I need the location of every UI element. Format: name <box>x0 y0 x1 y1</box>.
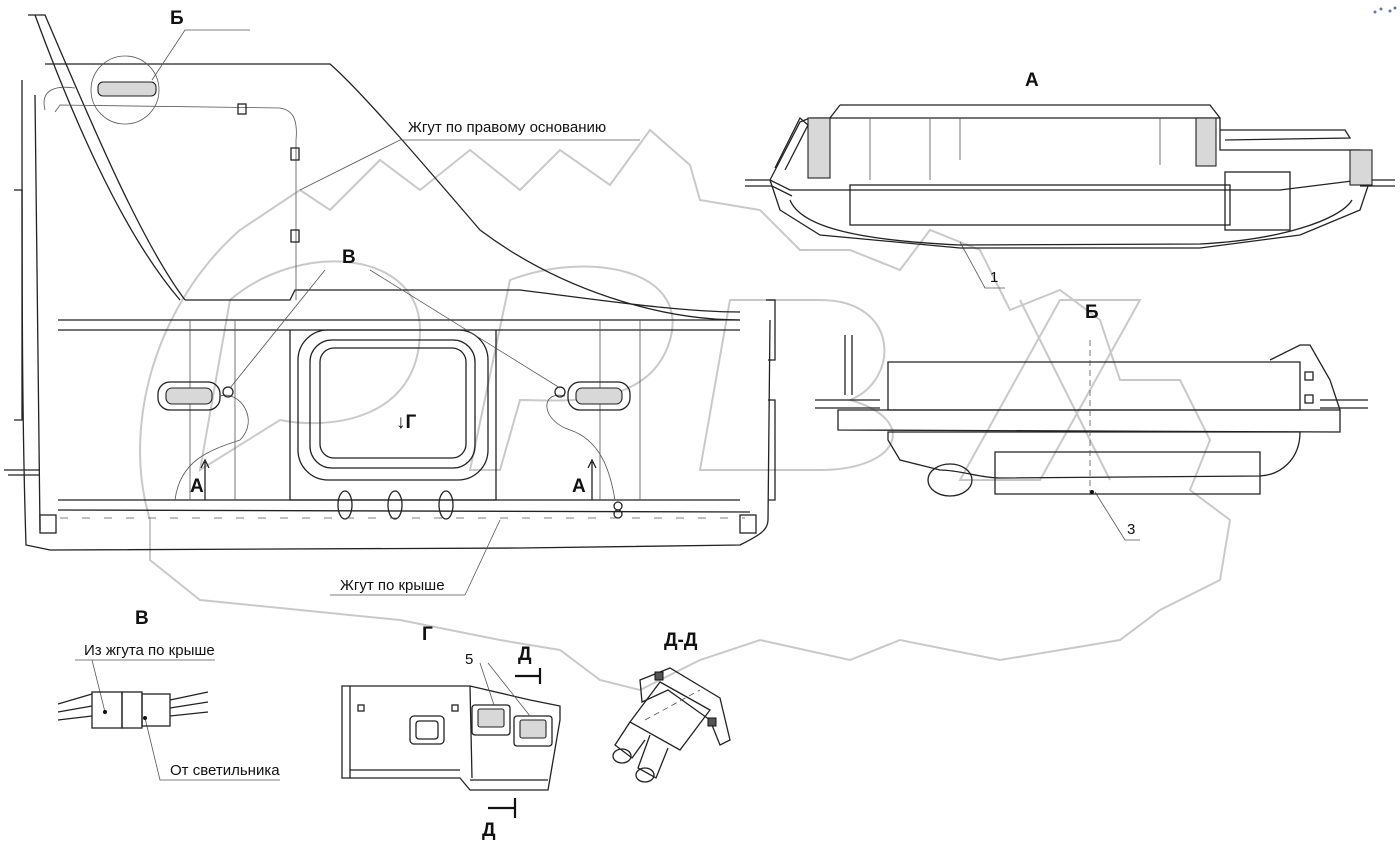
view-v-bottom-label: В <box>135 608 149 629</box>
view-v-top-label: В <box>342 247 356 268</box>
view-g-label: Г <box>422 624 433 645</box>
from-roof-harness-label: Из жгута по крыше <box>84 642 215 659</box>
arrow-a-left-label: А <box>190 476 204 497</box>
view-b-right-label: Б <box>1085 302 1099 323</box>
view-a-section <box>745 104 1395 249</box>
arrow-a-right-label: А <box>572 476 586 497</box>
right-harness-label: Жгут по правому основанию <box>408 119 606 136</box>
watermark <box>139 128 1232 692</box>
section-d-top-label: Д <box>518 644 532 665</box>
arrow-g-label: ↓Г <box>396 412 417 433</box>
callout-5: 5 <box>465 651 473 668</box>
roof-harness-label: Жгут по крыше <box>340 577 445 594</box>
view-b-top-label: Б <box>170 8 184 29</box>
view-v-connector <box>57 659 280 781</box>
section-d-bottom-label: Д <box>482 820 496 841</box>
section-dd-switch <box>612 667 731 783</box>
view-b-section <box>815 335 1368 497</box>
callout-3: 3 <box>1127 521 1135 538</box>
corner-mark-icon <box>1373 6 1397 14</box>
from-lamp-label: От светильника <box>170 762 280 779</box>
callout-1: 1 <box>990 269 998 286</box>
cabin-roof-view <box>4 14 776 551</box>
view-a-label: А <box>1025 70 1039 91</box>
leader-lines <box>151 29 1140 596</box>
section-dd-label: Д-Д <box>664 630 698 651</box>
view-g-panel <box>341 662 561 818</box>
